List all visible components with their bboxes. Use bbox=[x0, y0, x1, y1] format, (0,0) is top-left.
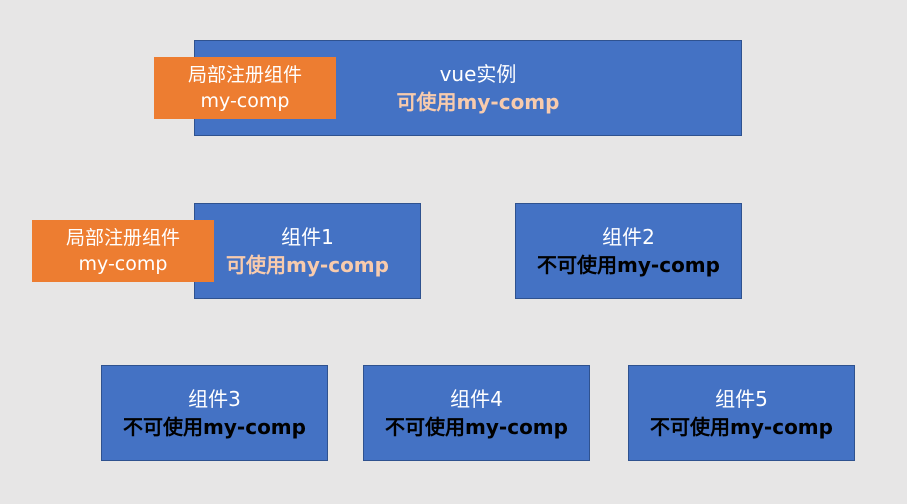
component-4-title: 组件4 bbox=[450, 387, 503, 411]
component-1-box: 组件1 可使用my-comp bbox=[194, 203, 421, 299]
tag-line1: 局部注册组件 bbox=[187, 64, 302, 86]
component-1-status: 可使用my-comp bbox=[226, 253, 389, 277]
component-1-title: 组件1 bbox=[281, 225, 334, 249]
component-5-title: 组件5 bbox=[715, 387, 768, 411]
component-2-status: 不可使用my-comp bbox=[537, 253, 720, 277]
component-4-box: 组件4 不可使用my-comp bbox=[363, 365, 590, 461]
vue-instance-title: vue实例 bbox=[439, 62, 517, 86]
component-3-box: 组件3 不可使用my-comp bbox=[101, 365, 328, 461]
comp1-local-register-tag: 局部注册组件 my-comp bbox=[32, 220, 214, 282]
vue-instance-status: 可使用my-comp bbox=[396, 90, 560, 114]
root-local-register-tag: 局部注册组件 my-comp bbox=[154, 57, 336, 119]
component-2-box: 组件2 不可使用my-comp bbox=[515, 203, 742, 299]
component-5-box: 组件5 不可使用my-comp bbox=[628, 365, 855, 461]
component-3-title: 组件3 bbox=[188, 387, 241, 411]
tag-line1: 局部注册组件 bbox=[65, 227, 180, 249]
component-5-status: 不可使用my-comp bbox=[650, 415, 833, 439]
component-2-title: 组件2 bbox=[602, 225, 655, 249]
component-4-status: 不可使用my-comp bbox=[385, 415, 568, 439]
tag-line2: my-comp bbox=[78, 253, 168, 275]
tag-line2: my-comp bbox=[200, 90, 290, 112]
component-3-status: 不可使用my-comp bbox=[123, 415, 306, 439]
